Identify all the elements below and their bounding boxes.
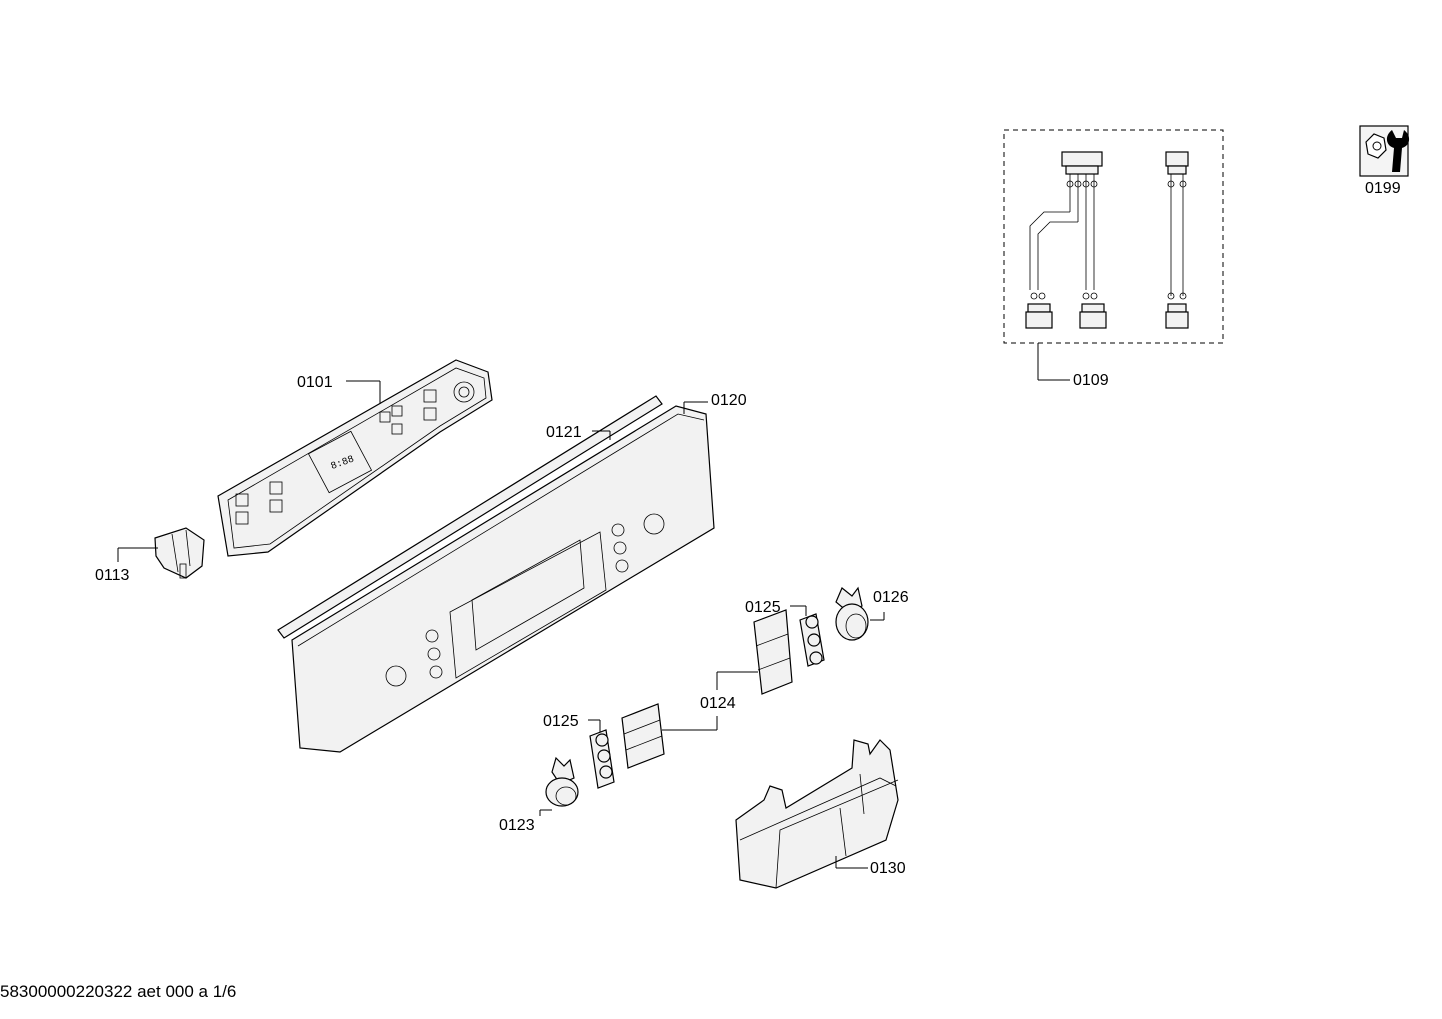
part-0121-seal-strip xyxy=(277,395,663,639)
part-0109-wiring-harness xyxy=(1003,129,1224,344)
service-wrench-icon xyxy=(1359,125,1410,177)
part-0125-buttons-right xyxy=(799,613,825,667)
label-0121: 0121 xyxy=(546,424,582,441)
label-0101: 0101 xyxy=(297,374,333,391)
label-0124: 0124 xyxy=(700,695,736,712)
document-footer-code: 58300000220322 aet 000 a 1/6 xyxy=(0,982,237,1001)
label-0126: 0126 xyxy=(873,589,909,606)
part-0113-connector xyxy=(154,527,205,579)
part-0123-knob xyxy=(545,756,579,807)
label-0125-upper: 0125 xyxy=(745,599,781,616)
label-0123: 0123 xyxy=(499,817,535,834)
label-0199: 0199 xyxy=(1365,180,1401,197)
label-0109: 0109 xyxy=(1073,372,1109,389)
part-0124-switch-block-left xyxy=(621,703,665,769)
label-0130: 0130 xyxy=(870,860,906,877)
part-0126-knob xyxy=(835,586,869,641)
part-0120-front-panel xyxy=(291,405,715,753)
label-0120: 0120 xyxy=(711,392,747,409)
part-0125-buttons-left xyxy=(589,729,615,789)
part-0130-housing xyxy=(735,739,899,889)
part-0101-control-module: 8:88 xyxy=(217,359,493,557)
part-0124-switch-block-right xyxy=(753,609,793,695)
label-0125-lower: 0125 xyxy=(543,713,579,730)
label-0113: 0113 xyxy=(95,567,130,584)
